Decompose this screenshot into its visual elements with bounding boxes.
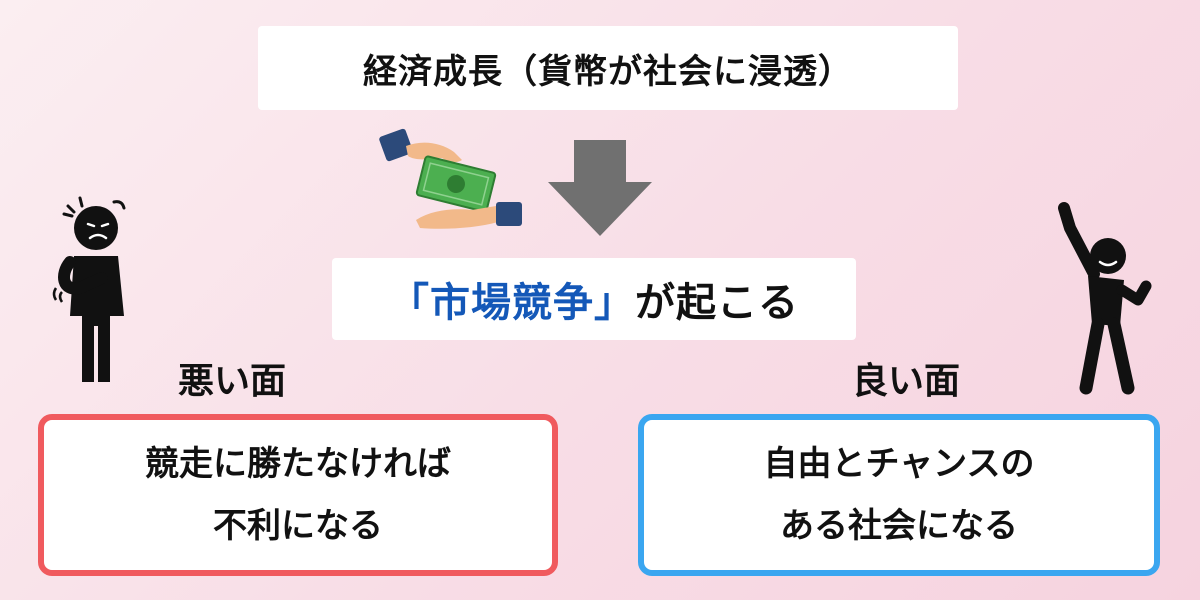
worried-person-icon <box>52 196 126 382</box>
bad-side-line1: 競走に勝たなければ <box>145 444 451 484</box>
bad-side-label: 悪い面 <box>178 361 287 402</box>
market-competition-highlight: 「市場競争」 <box>389 280 635 326</box>
good-side-label: 良い面 <box>852 361 961 402</box>
growth-title-box: 経済成長（貨幣が社会に浸透） <box>258 26 958 110</box>
good-side-box: 自由とチャンスの ある社会になる <box>638 414 1160 576</box>
bad-side-box: 競走に勝たなければ 不利になる <box>38 414 558 576</box>
money-exchange-icon <box>379 128 522 229</box>
bad-side-line2: 不利になる <box>213 506 383 546</box>
market-competition-rest: が起こる <box>635 280 799 326</box>
good-side-line2: ある社会になる <box>780 506 1018 546</box>
growth-title: 経済成長（貨幣が社会に浸透） <box>363 51 853 92</box>
down-arrow-icon <box>548 140 652 236</box>
market-competition-box: 「市場競争」が起こる <box>332 258 856 340</box>
cheering-person-icon <box>1058 202 1152 395</box>
good-side-line1: 自由とチャンスの <box>763 444 1035 484</box>
